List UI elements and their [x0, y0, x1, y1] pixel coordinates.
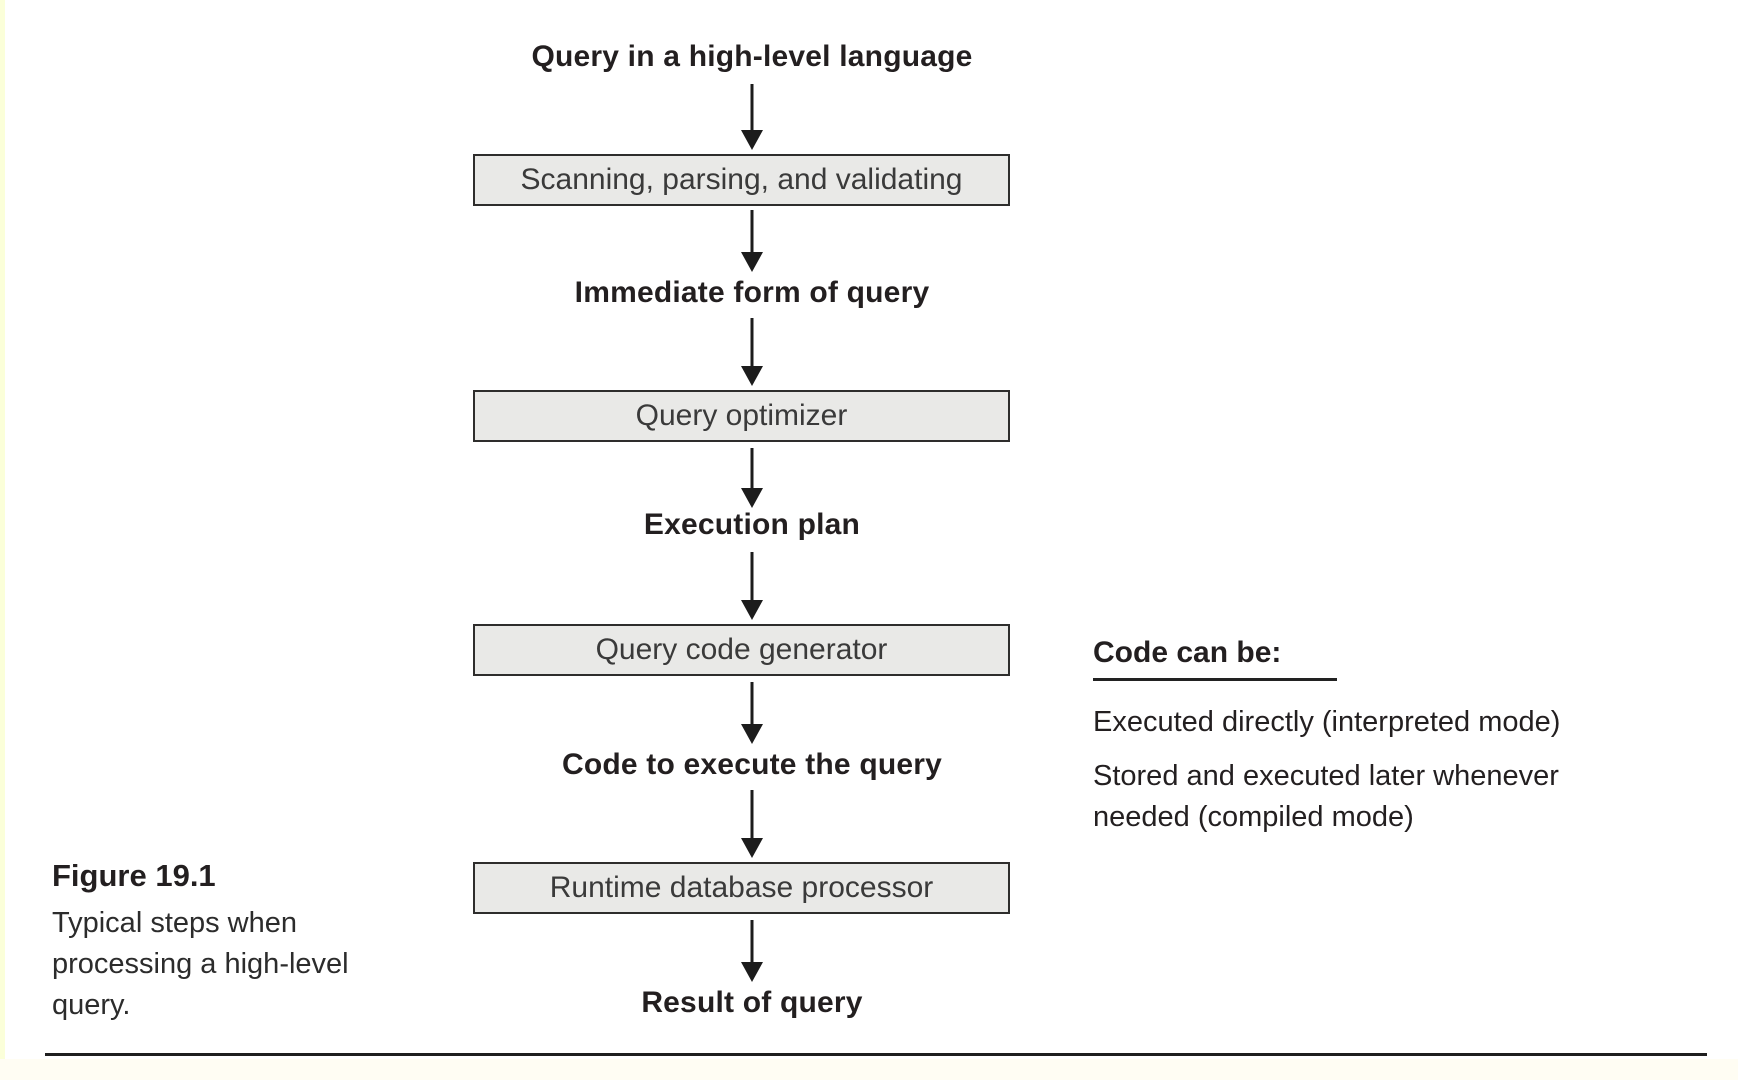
- arrow-shaft: [750, 210, 754, 254]
- flow-label-query-high-level: Query in a high-level language: [531, 40, 973, 73]
- arrow-head: [741, 130, 763, 150]
- arrow-shaft: [750, 318, 754, 368]
- arrow-shaft: [750, 790, 754, 840]
- down-arrow-icon: [740, 920, 764, 982]
- arrow-shaft: [750, 552, 754, 602]
- arrow-shaft: [750, 448, 754, 490]
- page-bottom-strip: [0, 1059, 1738, 1080]
- down-arrow-icon: [740, 790, 764, 858]
- arrow-head: [741, 838, 763, 858]
- arrow-shaft: [750, 84, 754, 132]
- page-left-edge-strip: [0, 0, 5, 1080]
- arrow-head: [741, 488, 763, 508]
- arrow-head: [741, 962, 763, 982]
- flow-label-immediate-form: Immediate form of query: [574, 276, 930, 309]
- down-arrow-icon: [740, 210, 764, 272]
- flow-label-result-of-query: Result of query: [641, 986, 863, 1019]
- down-arrow-icon: [740, 552, 764, 620]
- arrow-head: [741, 366, 763, 386]
- code-modes-note: Code can be: Executed directly (interpre…: [1093, 636, 1633, 838]
- arrow-shaft: [750, 682, 754, 726]
- code-mode-compiled: Stored and executed later whenever neede…: [1093, 760, 1559, 834]
- arrow-head: [741, 600, 763, 620]
- code-modes-heading-text: Code can be:: [1093, 636, 1337, 681]
- flow-box-runtime-database-processor: Runtime database processor: [473, 862, 1010, 914]
- caption-line: query.: [52, 989, 131, 1022]
- down-arrow-icon: [740, 448, 764, 508]
- flow-box-query-code-generator: Query code generator: [473, 624, 1010, 676]
- arrow-head: [741, 252, 763, 272]
- figure-caption: Figure 19.1 Typical steps when processin…: [52, 858, 412, 1027]
- down-arrow-icon: [740, 682, 764, 744]
- arrow-shaft: [750, 920, 754, 964]
- flow-label-execution-plan: Execution plan: [643, 508, 861, 541]
- caption-line: Typical steps when: [52, 907, 298, 939]
- arrow-head: [741, 724, 763, 744]
- code-mode-interpreted: Executed directly (interpreted mode): [1093, 706, 1561, 738]
- down-arrow-icon: [740, 84, 764, 150]
- flow-label-code-to-execute: Code to execute the query: [561, 748, 943, 781]
- code-modes-heading: Code can be:: [1093, 636, 1633, 681]
- flow-box-query-optimizer: Query optimizer: [473, 390, 1010, 442]
- flow-box-scanning-parsing-validating: Scanning, parsing, and validating: [473, 154, 1010, 206]
- down-arrow-icon: [740, 318, 764, 386]
- caption-line: processing a high-level: [52, 948, 349, 981]
- figure-number: Figure 19.1: [52, 858, 216, 893]
- bottom-rule: [45, 1053, 1707, 1056]
